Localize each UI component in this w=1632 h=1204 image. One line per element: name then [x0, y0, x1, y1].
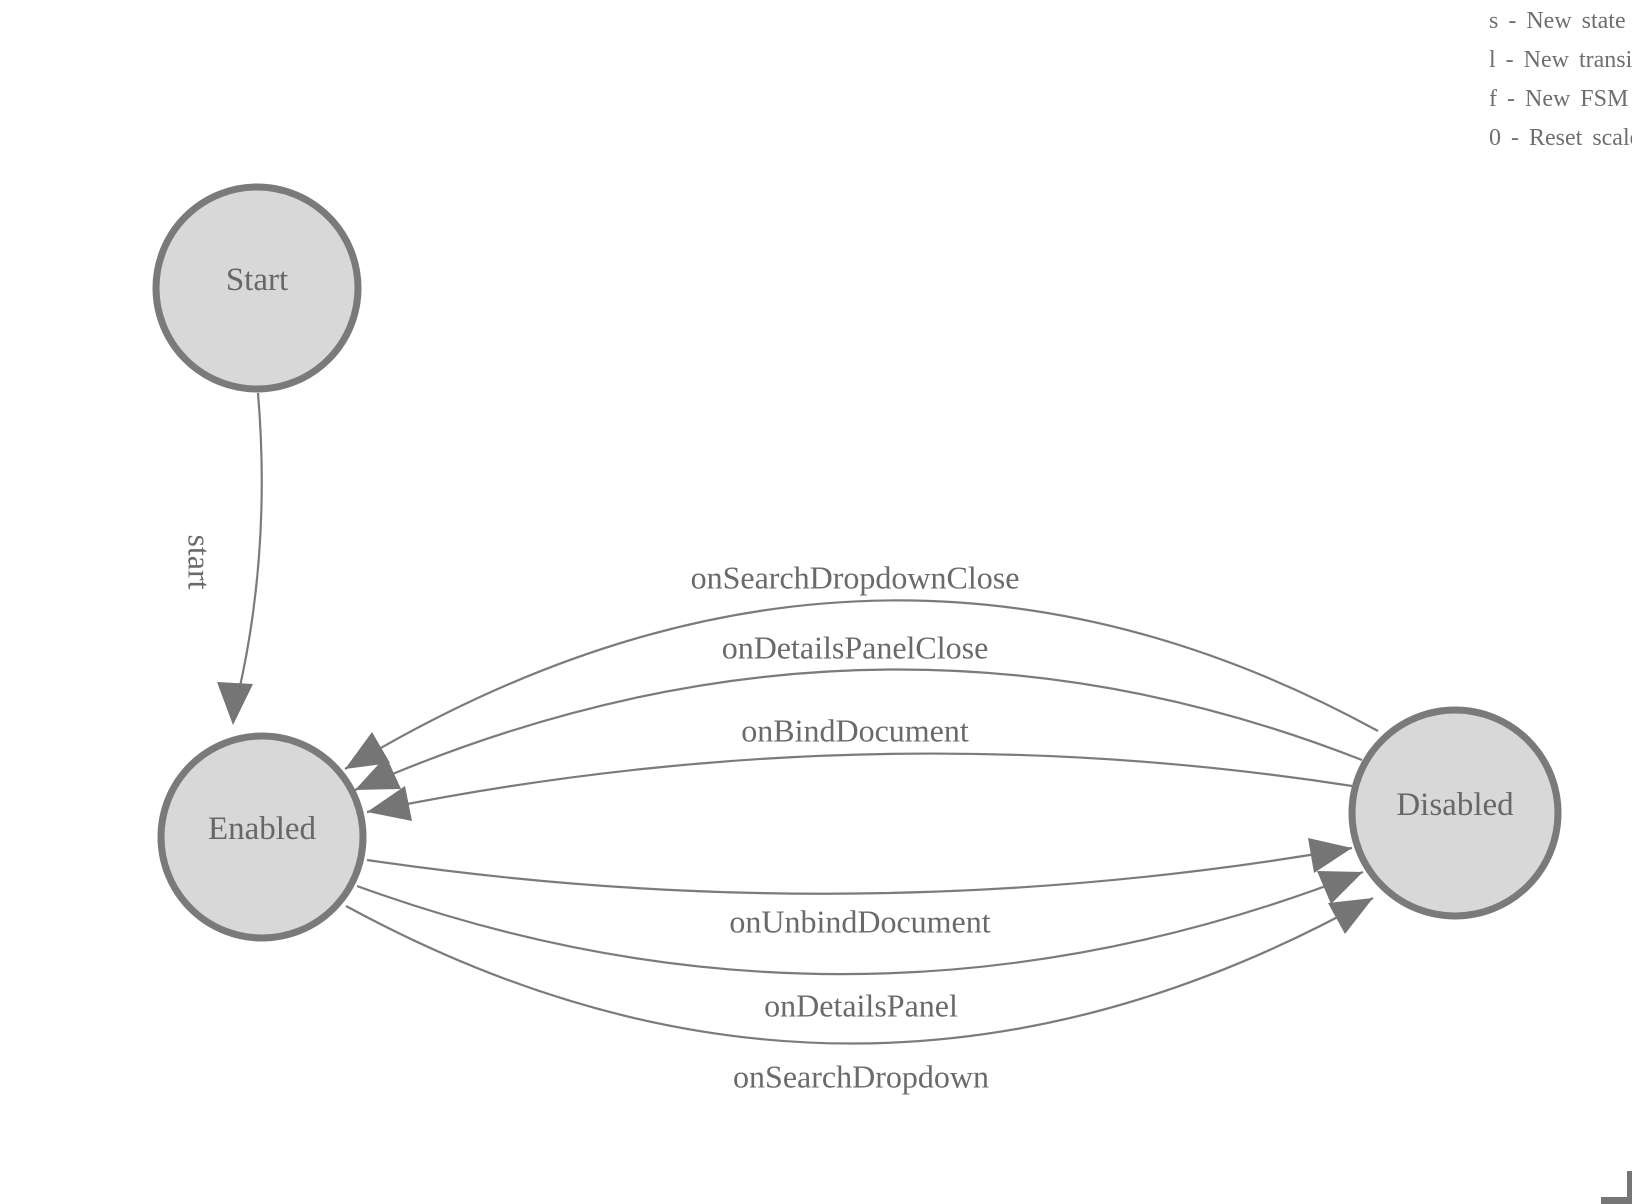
state-node-start[interactable]: [152, 183, 362, 393]
state-label-disabled: Disabled: [1396, 787, 1514, 823]
transition-label-enabled-to-disabled-unbind[interactable]: onUnbindDocument: [729, 903, 991, 940]
arrowhead-disabled-to-enabled-bind: [367, 786, 412, 821]
transition-edge-disabled-to-enabled-bind[interactable]: [366, 752, 1353, 814]
arrowhead-disabled-to-enabled-close-search: [345, 732, 390, 769]
legend-line-2: f - New FSM: [1489, 86, 1629, 112]
transition-edge-start-to-enabled[interactable]: [232, 392, 263, 713]
canvas-corner-marker-horizontal: [1601, 1197, 1632, 1204]
arrowhead-start-to-enabled: [217, 682, 253, 725]
transition-edge-disabled-to-enabled-close-details[interactable]: [354, 668, 1363, 792]
transition-label-disabled-to-enabled-close-details[interactable]: onDetailsPanelClose: [721, 629, 989, 666]
transition-label-start-to-enabled[interactable]: start: [181, 534, 218, 590]
state-node-enabled[interactable]: [157, 732, 367, 942]
transition-label-disabled-to-enabled-close-search[interactable]: onSearchDropdownClose: [690, 559, 1020, 596]
transition-edge-enabled-to-disabled-search[interactable]: [345, 897, 1374, 1045]
keyboard-shortcuts-legend: s - New state l - New transition f - New F…: [1489, 2, 1632, 158]
transition-edge-enabled-to-disabled-details[interactable]: [356, 870, 1364, 976]
transition-edge-enabled-to-disabled-unbind[interactable]: [366, 846, 1353, 895]
arrowhead-enabled-to-disabled-details: [1317, 871, 1363, 904]
canvas-corner-marker-vertical: [1627, 1171, 1632, 1204]
arrowhead-enabled-to-disabled-unbind: [1308, 838, 1352, 873]
transition-edge-disabled-to-enabled-close-search[interactable]: [344, 599, 1379, 770]
legend-line-0: s - New state: [1489, 8, 1626, 34]
transition-label-disabled-to-enabled-bind[interactable]: onBindDocument: [741, 712, 969, 749]
legend-line-1: l - New transition: [1489, 47, 1632, 73]
transition-label-enabled-to-disabled-details[interactable]: onDetailsPanel: [764, 987, 958, 1024]
state-node-disabled[interactable]: [1348, 706, 1562, 920]
state-label-enabled: Enabled: [208, 811, 317, 847]
state-label-start: Start: [226, 262, 288, 298]
arrowhead-disabled-to-enabled-close-details: [355, 756, 401, 790]
legend-line-3: 0 - Reset scale: [1489, 125, 1632, 151]
arrowhead-enabled-to-disabled-search: [1328, 898, 1373, 934]
transition-label-enabled-to-disabled-search[interactable]: onSearchDropdown: [733, 1058, 989, 1095]
